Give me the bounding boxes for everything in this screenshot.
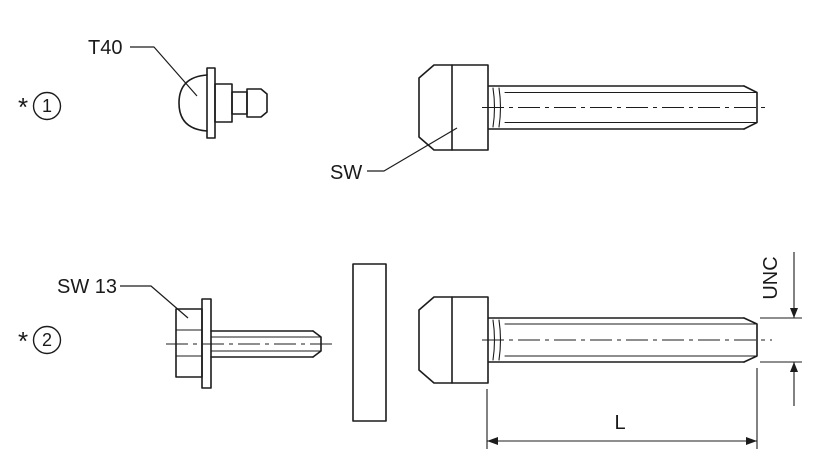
- asterisk-marker-2: *: [18, 326, 28, 356]
- leader-line-sw13: [120, 285, 189, 319]
- label-sw-group: SW: [330, 127, 458, 184]
- label-t40-group: T40: [88, 37, 198, 97]
- screw-flange: [206, 67, 216, 139]
- thread-major-bottom: [488, 317, 745, 363]
- flange-bolt-side-view: [166, 298, 333, 389]
- head-step: [214, 83, 233, 123]
- callout-item-2: * 2: [18, 325, 62, 356]
- item-number-2: 2: [42, 330, 52, 350]
- hex-bolt-item-2: [418, 296, 772, 384]
- leader-line-t40: [130, 46, 198, 97]
- thread-minor-top: [504, 91, 758, 124]
- length-arrow-left: [487, 437, 498, 445]
- thread-major-top: [488, 85, 745, 130]
- circle-marker-2: [32, 325, 62, 355]
- length-arrow-right: [746, 437, 757, 445]
- unc-arrow-down: [790, 308, 798, 318]
- flange-bolt-head-facets: [175, 329, 203, 357]
- tip-chamfer-top: [743, 85, 758, 130]
- dimension-unc: UNC: [760, 252, 802, 406]
- button-head-dome: [178, 74, 208, 132]
- hex-head-top: [418, 64, 489, 151]
- label-wrench-size-13: SW 13: [57, 276, 117, 298]
- torx-flange-screw: [178, 67, 268, 139]
- circle-marker-1: [32, 91, 62, 121]
- unc-arrow-up: [790, 362, 798, 372]
- label-torx-drive: T40: [88, 37, 122, 59]
- flange-bolt-head: [175, 308, 203, 378]
- thread-minor-bottom: [504, 323, 758, 357]
- callout-item-1: * 1: [18, 91, 62, 122]
- screw-neck: [231, 91, 248, 115]
- item-number-1: 1: [42, 96, 52, 116]
- length-extension-lines: [486, 368, 758, 449]
- label-length: L: [614, 412, 625, 434]
- leader-line-sw: [367, 127, 458, 172]
- flange-bolt-thread-major: [210, 330, 314, 358]
- label-thread-type: UNC: [760, 256, 782, 299]
- label-sw13-group: SW 13: [57, 276, 189, 319]
- tip-chamfer-bottom: [743, 317, 758, 363]
- thread-stub: [246, 88, 268, 118]
- hex-head-bottom: [418, 296, 489, 384]
- spacer-plate: [352, 263, 387, 422]
- hex-bolt-item-1: [418, 64, 770, 151]
- flange-bolt-thread-minor: [210, 336, 322, 352]
- asterisk-marker-1: *: [18, 92, 28, 122]
- dimension-length: L: [486, 368, 758, 449]
- unc-extension-lines: [760, 317, 802, 363]
- label-wrench-size: SW: [330, 162, 362, 184]
